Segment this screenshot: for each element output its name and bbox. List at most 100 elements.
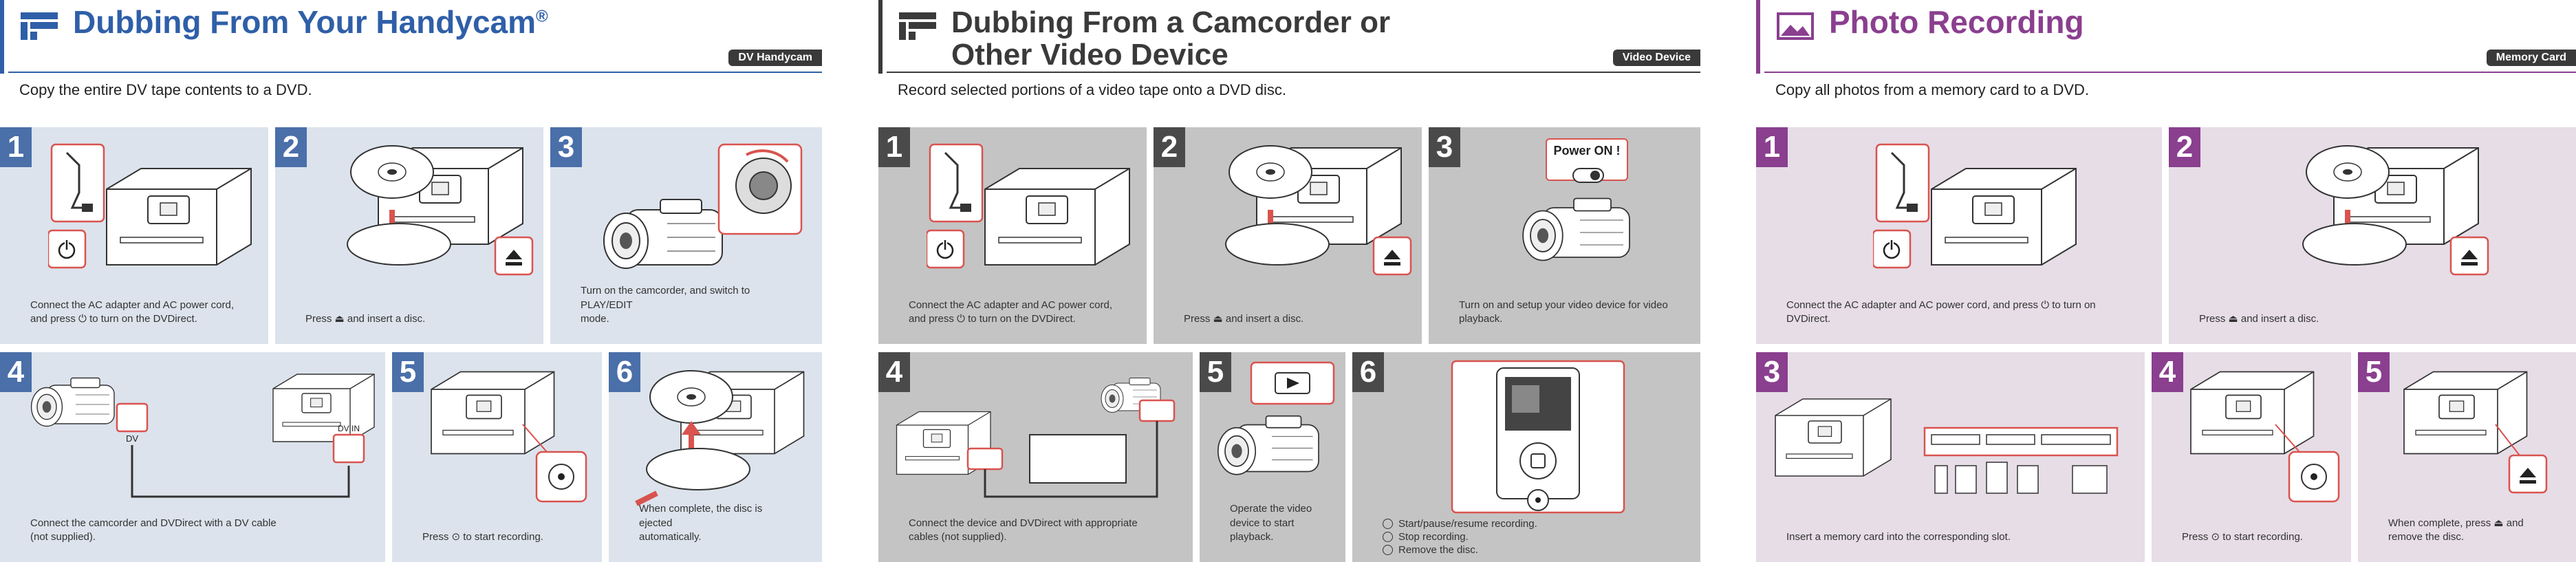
video-device-illustration	[1522, 168, 1630, 261]
av-cable-illustration	[896, 378, 1176, 498]
step-caption: Press ⏏ and insert a disc.	[305, 312, 426, 325]
step-caption: Insert a memory card into the correspond…	[1786, 530, 2011, 543]
step-panel-4: 4 Connect the device and DVDirect with a…	[878, 352, 1193, 562]
tape-icon	[899, 12, 936, 40]
section-title: Dubbing From Your Handycam®	[73, 4, 548, 40]
dvdirect-illustration	[927, 143, 1130, 279]
step-caption: Connect the device and DVDirect with app…	[909, 517, 1138, 543]
disc-insert-illustration	[1225, 145, 1412, 276]
eject-icon	[1383, 545, 1393, 555]
step-panel-4: 4 Press ⊙ to start recording.	[2152, 352, 2351, 562]
power-on-label: Power ON !	[1553, 144, 1621, 158]
recorder-controls-illustration	[1451, 360, 1625, 514]
step-caption: Press ⏏ and insert a disc.	[1184, 312, 1304, 325]
step-caption: When complete, the disc is ejected autom…	[639, 503, 763, 543]
legend-item-record: Start/pause/resume recording.	[1383, 517, 1537, 530]
disc-remove-illustration	[2403, 371, 2548, 494]
start-recording-illustration	[2190, 371, 2340, 503]
step-panel-3: 3 Power ON ! Turn on and setup your vide…	[1429, 127, 1700, 344]
section-memory-card: Photo Recording Memory Card Copy all pho…	[1756, 0, 2576, 562]
title-bar: Dubbing From a Camcorder or Other Video …	[878, 0, 1700, 74]
step-number: 1	[878, 127, 910, 167]
record-icon	[1383, 519, 1393, 529]
step-panel-2: 2 Press ⏏ and insert a disc.	[275, 127, 543, 344]
legend-item-stop: Stop recording.	[1383, 530, 1537, 543]
step-caption: Turn on and setup your video device for …	[1459, 299, 1668, 325]
step-number: 3	[1756, 352, 1788, 392]
power-on-callout: Power ON !	[1546, 138, 1628, 181]
title-bar: Photo Recording Memory Card	[1756, 0, 2576, 74]
disc-insert-illustration	[2302, 145, 2489, 276]
step-number: 1	[1756, 127, 1788, 167]
section-title: Dubbing From a Camcorder or Other Video …	[951, 6, 1391, 72]
dvdirect-illustration	[48, 143, 252, 279]
title-rule	[1764, 72, 2576, 73]
step-number: 6	[1352, 352, 1384, 392]
tape-icon	[21, 12, 58, 40]
step-caption: When complete, press ⏏ and remove the di…	[2388, 517, 2524, 543]
step-number: 1	[0, 127, 32, 167]
step-caption: Turn on the camcorder, and switch to PLA…	[581, 285, 750, 325]
memory-card-illustration	[1775, 398, 2119, 494]
photo-icon	[1777, 12, 1814, 40]
disc-eject-illustration	[635, 370, 805, 506]
step-number: 4	[2152, 352, 2183, 392]
disc-insert-illustration	[347, 145, 534, 276]
section-subtitle: Copy the entire DV tape contents to a DV…	[19, 81, 312, 98]
step-caption: Press ⊙ to start recording.	[422, 530, 543, 543]
step-panel-5: 5 Press ⊙ to start recording.	[392, 352, 602, 562]
step-number: 2	[275, 127, 307, 167]
step-panel-6: 6 When complete, the disc is ejected aut…	[609, 352, 822, 562]
step-panel-4: 4 DV DV IN Connect the camcorder and DVD…	[0, 352, 385, 562]
step-number: 5	[1200, 352, 1231, 392]
step-caption: Press ⏏ and insert a disc.	[2199, 312, 2319, 325]
step-caption: Connect the camcorder and DVDirect with …	[30, 517, 277, 543]
step-panel-3: 3 Insert a memory card into the correspo…	[1756, 352, 2145, 562]
step-panel-6: 6 Start/pause/resume recording. Stop rec…	[1352, 352, 1700, 562]
category-badge: DV Handycam	[728, 50, 822, 66]
step-number: 2	[1154, 127, 1185, 167]
step-panel-2: 2 Press ⏏ and insert a disc.	[1154, 127, 1422, 344]
dv-in-port-label: DV IN	[338, 424, 360, 433]
section-dv-handycam: Dubbing From Your Handycam® DV Handycam …	[0, 0, 822, 562]
start-recording-illustration	[431, 371, 587, 503]
step-number: 3	[550, 127, 582, 167]
step-panel-5: 5 When complete, press ⏏ and remove the …	[2358, 352, 2576, 562]
step-panel-5: 5 Operate the video device to start play…	[1200, 352, 1345, 562]
step-caption: Operate the video device to start playba…	[1230, 503, 1312, 543]
dv-port-label: DV	[126, 433, 138, 444]
step-panel-1: 1 Connect the AC adapter and AC power co…	[1756, 127, 2162, 344]
category-badge: Memory Card	[2486, 50, 2576, 66]
category-badge: Video Device	[1612, 50, 1700, 66]
camcorder-mode-illustration	[603, 143, 803, 269]
step-caption: Connect the AC adapter and AC power cord…	[909, 299, 1113, 325]
section-video-device: Dubbing From a Camcorder or Other Video …	[878, 0, 1700, 562]
section-title: Photo Recording	[1829, 4, 2084, 40]
record-button-icon	[1527, 489, 1549, 511]
step-number: 4	[0, 352, 32, 392]
step-caption: Connect the AC adapter and AC power cord…	[1786, 299, 2096, 325]
step-panel-3: 3 Turn on the camcorder, and switch to P…	[550, 127, 822, 344]
title-rule	[8, 72, 822, 73]
section-subtitle: Record selected portions of a video tape…	[898, 81, 1286, 98]
title-rule	[887, 72, 1700, 73]
step-number: 5	[392, 352, 424, 392]
step-number: 4	[878, 352, 910, 392]
step-caption: Connect the AC adapter and AC power cord…	[30, 299, 235, 325]
play-icon	[1287, 378, 1299, 389]
title-bar: Dubbing From Your Handycam® DV Handycam	[0, 0, 822, 74]
dv-cable-illustration: DV DV IN	[30, 374, 375, 498]
dvdirect-illustration	[1873, 143, 2077, 279]
legend-item-eject: Remove the disc.	[1383, 543, 1537, 556]
step-number: 6	[609, 352, 640, 392]
step-number: 5	[2358, 352, 2390, 392]
step-panel-1: 1 Connect the AC adapter and AC power co…	[878, 127, 1147, 344]
step-number: 2	[2169, 127, 2200, 167]
section-subtitle: Copy all photos from a memory card to a …	[1775, 81, 2090, 98]
control-legend: Start/pause/resume recording. Stop recor…	[1383, 517, 1537, 556]
step-caption: Press ⊙ to start recording.	[2182, 530, 2303, 543]
step-number: 3	[1429, 127, 1460, 167]
step-panel-1: 1 Connect the AC adapter and AC power co…	[0, 127, 268, 344]
step-panel-2: 2 Press ⏏ and insert a disc.	[2169, 127, 2576, 344]
playback-illustration	[1217, 361, 1335, 475]
